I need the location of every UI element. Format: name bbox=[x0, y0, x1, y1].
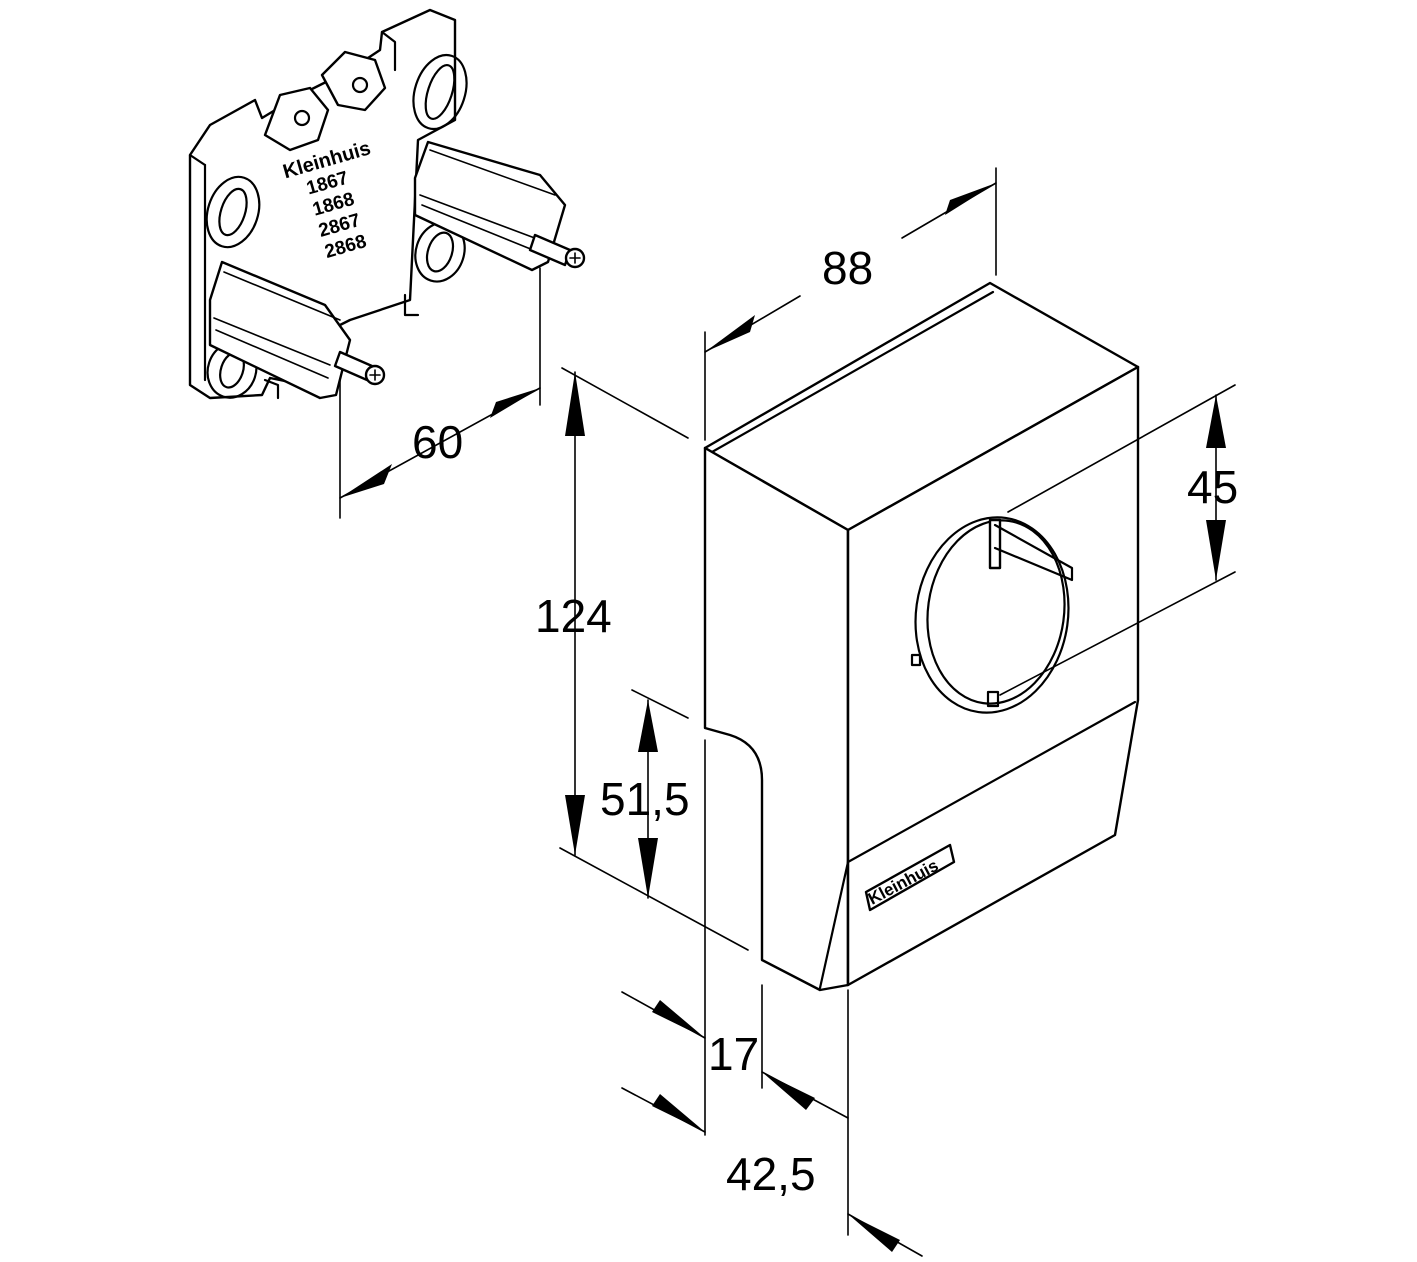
dimension-124: 124 bbox=[535, 367, 749, 951]
dimension-42-5: 42,5 bbox=[621, 989, 923, 1257]
slot-hole-left bbox=[205, 175, 261, 249]
slot-hole-top bbox=[412, 53, 468, 131]
round-opening bbox=[910, 516, 1074, 714]
dim-124-label: 124 bbox=[535, 590, 612, 642]
mounting-plate: Kleinhuis 1867 1868 2867 2868 bbox=[188, 8, 586, 400]
dim-60-label: 60 bbox=[412, 416, 463, 468]
dimension-60: 60 bbox=[339, 267, 541, 519]
screw-lower-icon bbox=[333, 350, 386, 386]
dimension-88: 88 bbox=[704, 167, 997, 441]
dimension-17: 17 bbox=[621, 739, 849, 1136]
dimension-45: 45 bbox=[999, 384, 1238, 696]
dim-88-label: 88 bbox=[822, 242, 873, 294]
dim-45-label: 45 bbox=[1187, 461, 1238, 513]
upper-rail bbox=[413, 140, 567, 272]
lower-rail bbox=[208, 260, 352, 400]
cover-box: Kleinhuis bbox=[703, 281, 1140, 992]
dimension-51-5: 51,5 bbox=[600, 689, 690, 899]
dim-17-label: 17 bbox=[708, 1028, 759, 1080]
dim-51-5-label: 51,5 bbox=[600, 773, 690, 825]
dim-42-5-label: 42,5 bbox=[726, 1148, 816, 1200]
screw-upper-icon bbox=[528, 233, 586, 269]
